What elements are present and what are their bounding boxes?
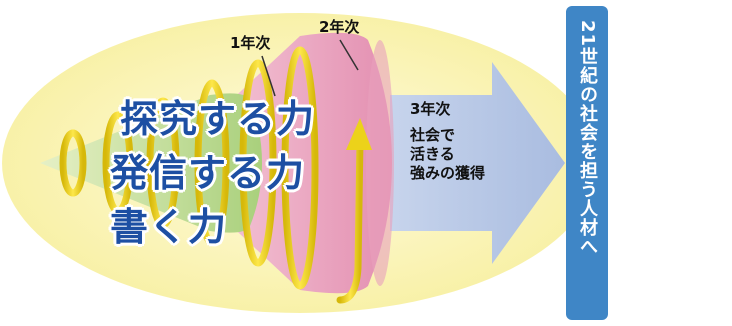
- year1-label: 1年次: [230, 34, 271, 52]
- skill-writing: 書く力: [110, 205, 228, 249]
- year2-callout-line: [339, 39, 359, 71]
- year3-text-line3: 強みの獲得: [410, 164, 486, 182]
- year2-label: 2年次: [319, 18, 360, 36]
- year3-arrow: [390, 62, 565, 264]
- skill-communication: 発信する力: [110, 151, 306, 195]
- year1-callout-line: [261, 55, 276, 97]
- year3-text-line1: 社会で: [410, 126, 456, 144]
- year2-cone: [210, 32, 392, 294]
- skill-inquiry: 探究する力: [120, 97, 316, 141]
- year3-text-line2: 活きる: [410, 145, 455, 163]
- goal-text: 21世紀の社会を担う人材へ: [577, 20, 598, 257]
- spiral-icon: [59, 46, 364, 304]
- goal-box: 21世紀の社会を担う人材へ: [566, 6, 608, 320]
- year3-label: 3年次: [410, 100, 451, 118]
